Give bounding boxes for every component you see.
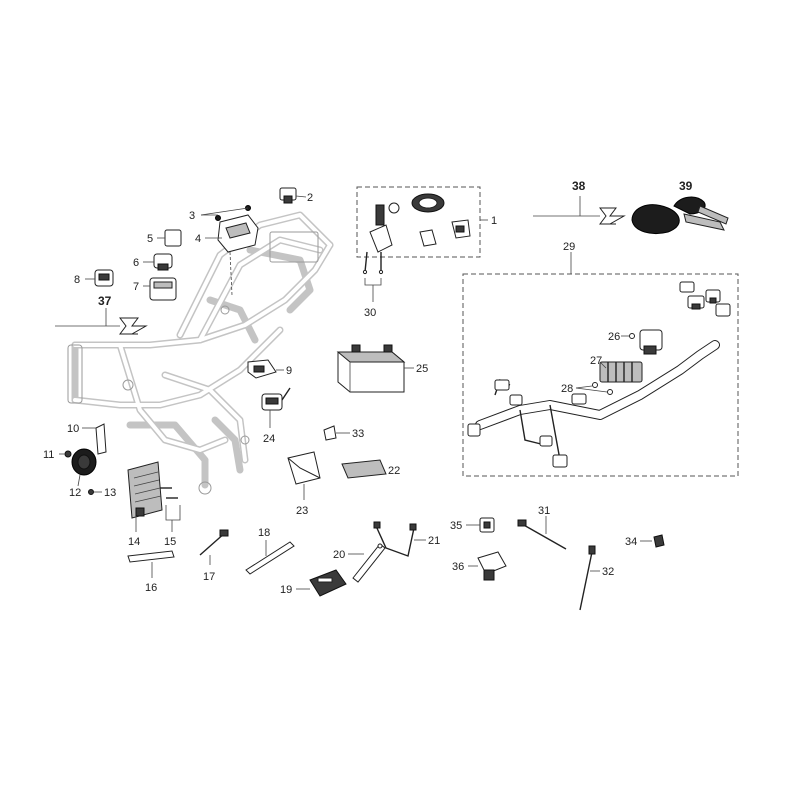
part-38-arrow-indicator: 38 [533, 179, 626, 225]
part-39-keys: 39 [631, 179, 729, 234]
part-19-module: 19 [280, 569, 347, 597]
callout-32: 32 [602, 566, 614, 578]
part-16-strap: 16 [127, 550, 175, 594]
callout-1: 1 [491, 215, 497, 227]
callout-2: 2 [307, 192, 313, 204]
callout-33: 33 [352, 428, 364, 440]
part-8-relay: 8 [74, 269, 114, 287]
callout-30: 30 [364, 307, 376, 319]
callout-4: 4 [195, 233, 201, 245]
part-20-bracket: 20 [333, 543, 386, 583]
part-22-pad: 22 [341, 459, 400, 479]
callout-9: 9 [286, 365, 292, 377]
callout-6: 6 [133, 257, 139, 269]
callout-20: 20 [333, 549, 345, 561]
callout-38: 38 [572, 179, 586, 193]
part-4-ecu-module: 3 4 [189, 205, 259, 296]
callout-13: 13 [104, 487, 116, 499]
part-1-ignition-set: 1 30 [356, 186, 497, 319]
callout-14: 14 [128, 536, 140, 548]
callout-19: 19 [280, 584, 292, 596]
part-34-clip: 34 [625, 534, 665, 548]
part-2-connector: 2 [279, 187, 313, 204]
part-17-cable-tie: 17 [199, 529, 229, 583]
callout-21: 21 [428, 535, 440, 547]
part-32-rod: 32 [579, 545, 614, 611]
part-36-relay-box: 36 [452, 551, 507, 581]
callout-26: 26 [608, 331, 620, 343]
part-37-arrow-indicator: 37 [55, 294, 148, 335]
callout-37: 37 [98, 294, 112, 308]
callout-10: 10 [67, 423, 79, 435]
part-14-regulator: 14 [127, 461, 163, 548]
part-29-wiring-harness: 29 26 27 28 [462, 241, 739, 477]
part-21-wire: 21 [373, 521, 440, 557]
callout-39: 39 [679, 179, 693, 193]
callout-25: 25 [416, 363, 428, 375]
part-5-relay: 5 [147, 229, 182, 247]
callout-36: 36 [452, 561, 464, 573]
callout-8: 8 [74, 274, 80, 286]
callout-7: 7 [133, 281, 139, 293]
part-7-relay-box: 7 [133, 277, 177, 301]
motorcycle-frame [67, 211, 334, 495]
part-31-cable-tie: 31 [517, 505, 567, 550]
part-6-relay: 6 [133, 253, 173, 271]
part-25-battery: 25 [336, 344, 428, 393]
callout-28: 28 [561, 383, 573, 395]
callout-16: 16 [145, 582, 157, 594]
callout-17: 17 [203, 571, 215, 583]
part-13-nut: 13 [88, 487, 116, 499]
part-24-connector: 24 [261, 387, 291, 445]
part-35-connector: 35 [450, 517, 495, 533]
callout-31: 31 [538, 505, 550, 517]
callout-18: 18 [258, 527, 270, 539]
callout-34: 34 [625, 536, 637, 548]
callout-23: 23 [296, 505, 308, 517]
part-12-horn: 12 [69, 448, 97, 499]
callout-35: 35 [450, 520, 462, 532]
callout-22: 22 [388, 465, 400, 477]
callout-15: 15 [164, 536, 176, 548]
callout-24: 24 [263, 433, 275, 445]
part-10-horn-bracket: 10 [67, 423, 107, 455]
part-33-clip: 33 [323, 425, 364, 441]
callout-27: 27 [590, 355, 602, 367]
callout-3: 3 [189, 210, 195, 222]
part-9-bracket: 9 [247, 359, 292, 379]
callout-11: 11 [43, 449, 54, 461]
part-15-bolts: 15 [160, 487, 181, 548]
part-18-strap: 18 [245, 527, 295, 575]
callout-29: 29 [563, 241, 575, 253]
callout-12: 12 [69, 487, 81, 499]
part-11-bolt: 11 [43, 449, 72, 461]
callout-5: 5 [147, 233, 153, 245]
part-23-battery-box: 23 [287, 451, 321, 517]
